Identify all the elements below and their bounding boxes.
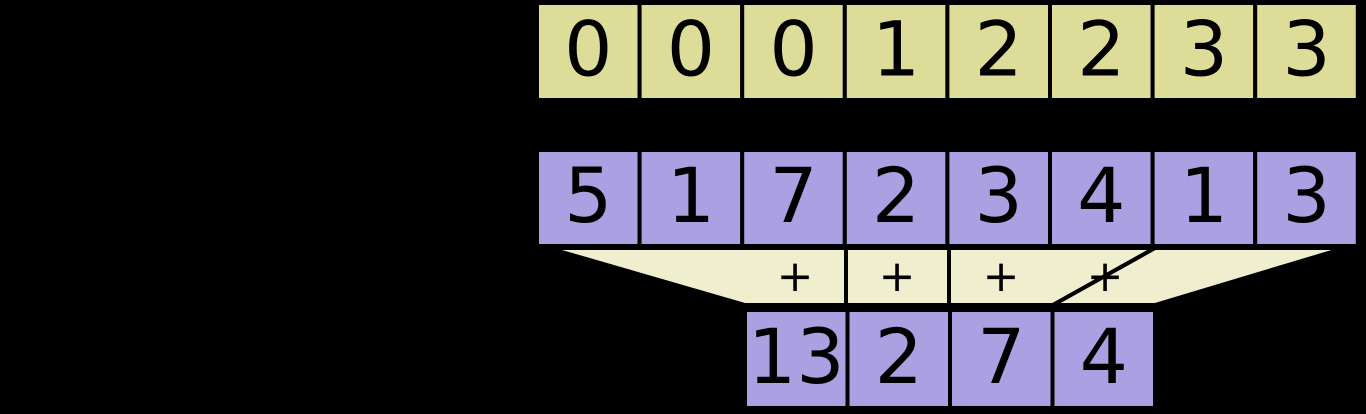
segment-ids-row-cell-0-label: 0 bbox=[564, 4, 612, 93]
output-row-cell-0[interactable] bbox=[743, 308, 850, 410]
segment-ids-row-cell-1-label: 0 bbox=[667, 4, 715, 93]
values-row-cell-6-label: 1 bbox=[1180, 151, 1228, 240]
segment-ids-row-cell-7-label: 3 bbox=[1282, 4, 1330, 93]
segment-ids-row-cell-4-label: 2 bbox=[975, 4, 1023, 93]
funnel-sum-0-operator: + bbox=[777, 251, 814, 302]
values-row-cell-6[interactable] bbox=[1150, 148, 1258, 248]
segment-ids-row-cell-7[interactable] bbox=[1253, 1, 1360, 102]
output-row-cell-3-label: 4 bbox=[1080, 312, 1128, 401]
values-row-cell-2-label: 7 bbox=[769, 151, 817, 240]
values-row-cell-0-label: 5 bbox=[564, 151, 612, 240]
values-row-cell-5[interactable] bbox=[1048, 148, 1155, 248]
values-row-cell-4-label: 3 bbox=[975, 151, 1023, 240]
output-row-cell-3[interactable] bbox=[1050, 308, 1157, 410]
segment-ids-row-cell-3-label: 1 bbox=[872, 4, 920, 93]
values-row-cell-3-label: 2 bbox=[872, 151, 920, 240]
output-row-cell-1-label: 2 bbox=[875, 312, 923, 401]
values-row-cell-7-label: 3 bbox=[1282, 151, 1330, 240]
segment-ids-row-cell-1[interactable] bbox=[637, 1, 745, 102]
funnel-sum-2-operator: + bbox=[983, 251, 1020, 302]
funnel-sum-3-operator: + bbox=[1087, 251, 1124, 302]
segment-ids-row-cell-5[interactable] bbox=[1048, 1, 1155, 102]
values-row-cell-1[interactable] bbox=[637, 148, 745, 248]
output-row-cell-2-label: 7 bbox=[977, 312, 1025, 401]
segment-ids-row-cell-3[interactable] bbox=[842, 1, 950, 102]
values-row-cell-1-label: 1 bbox=[667, 151, 715, 240]
values-row-cell-7[interactable] bbox=[1253, 148, 1360, 248]
funnel-sum-1-operator: + bbox=[879, 251, 916, 302]
values-row-cell-3[interactable] bbox=[842, 148, 950, 248]
output-row-cell-0-label: 13 bbox=[748, 312, 845, 401]
output-row-cell-1[interactable] bbox=[845, 308, 952, 410]
segment-ids-row-cell-2-label: 0 bbox=[769, 4, 817, 93]
segment-ids-row-cell-5-label: 2 bbox=[1077, 4, 1125, 93]
reduction-funnel-layer: + + + + bbox=[547, 246, 1346, 307]
values-row-cell-5-label: 4 bbox=[1077, 151, 1125, 240]
segment-ids-row-cell-6-label: 3 bbox=[1180, 4, 1228, 93]
